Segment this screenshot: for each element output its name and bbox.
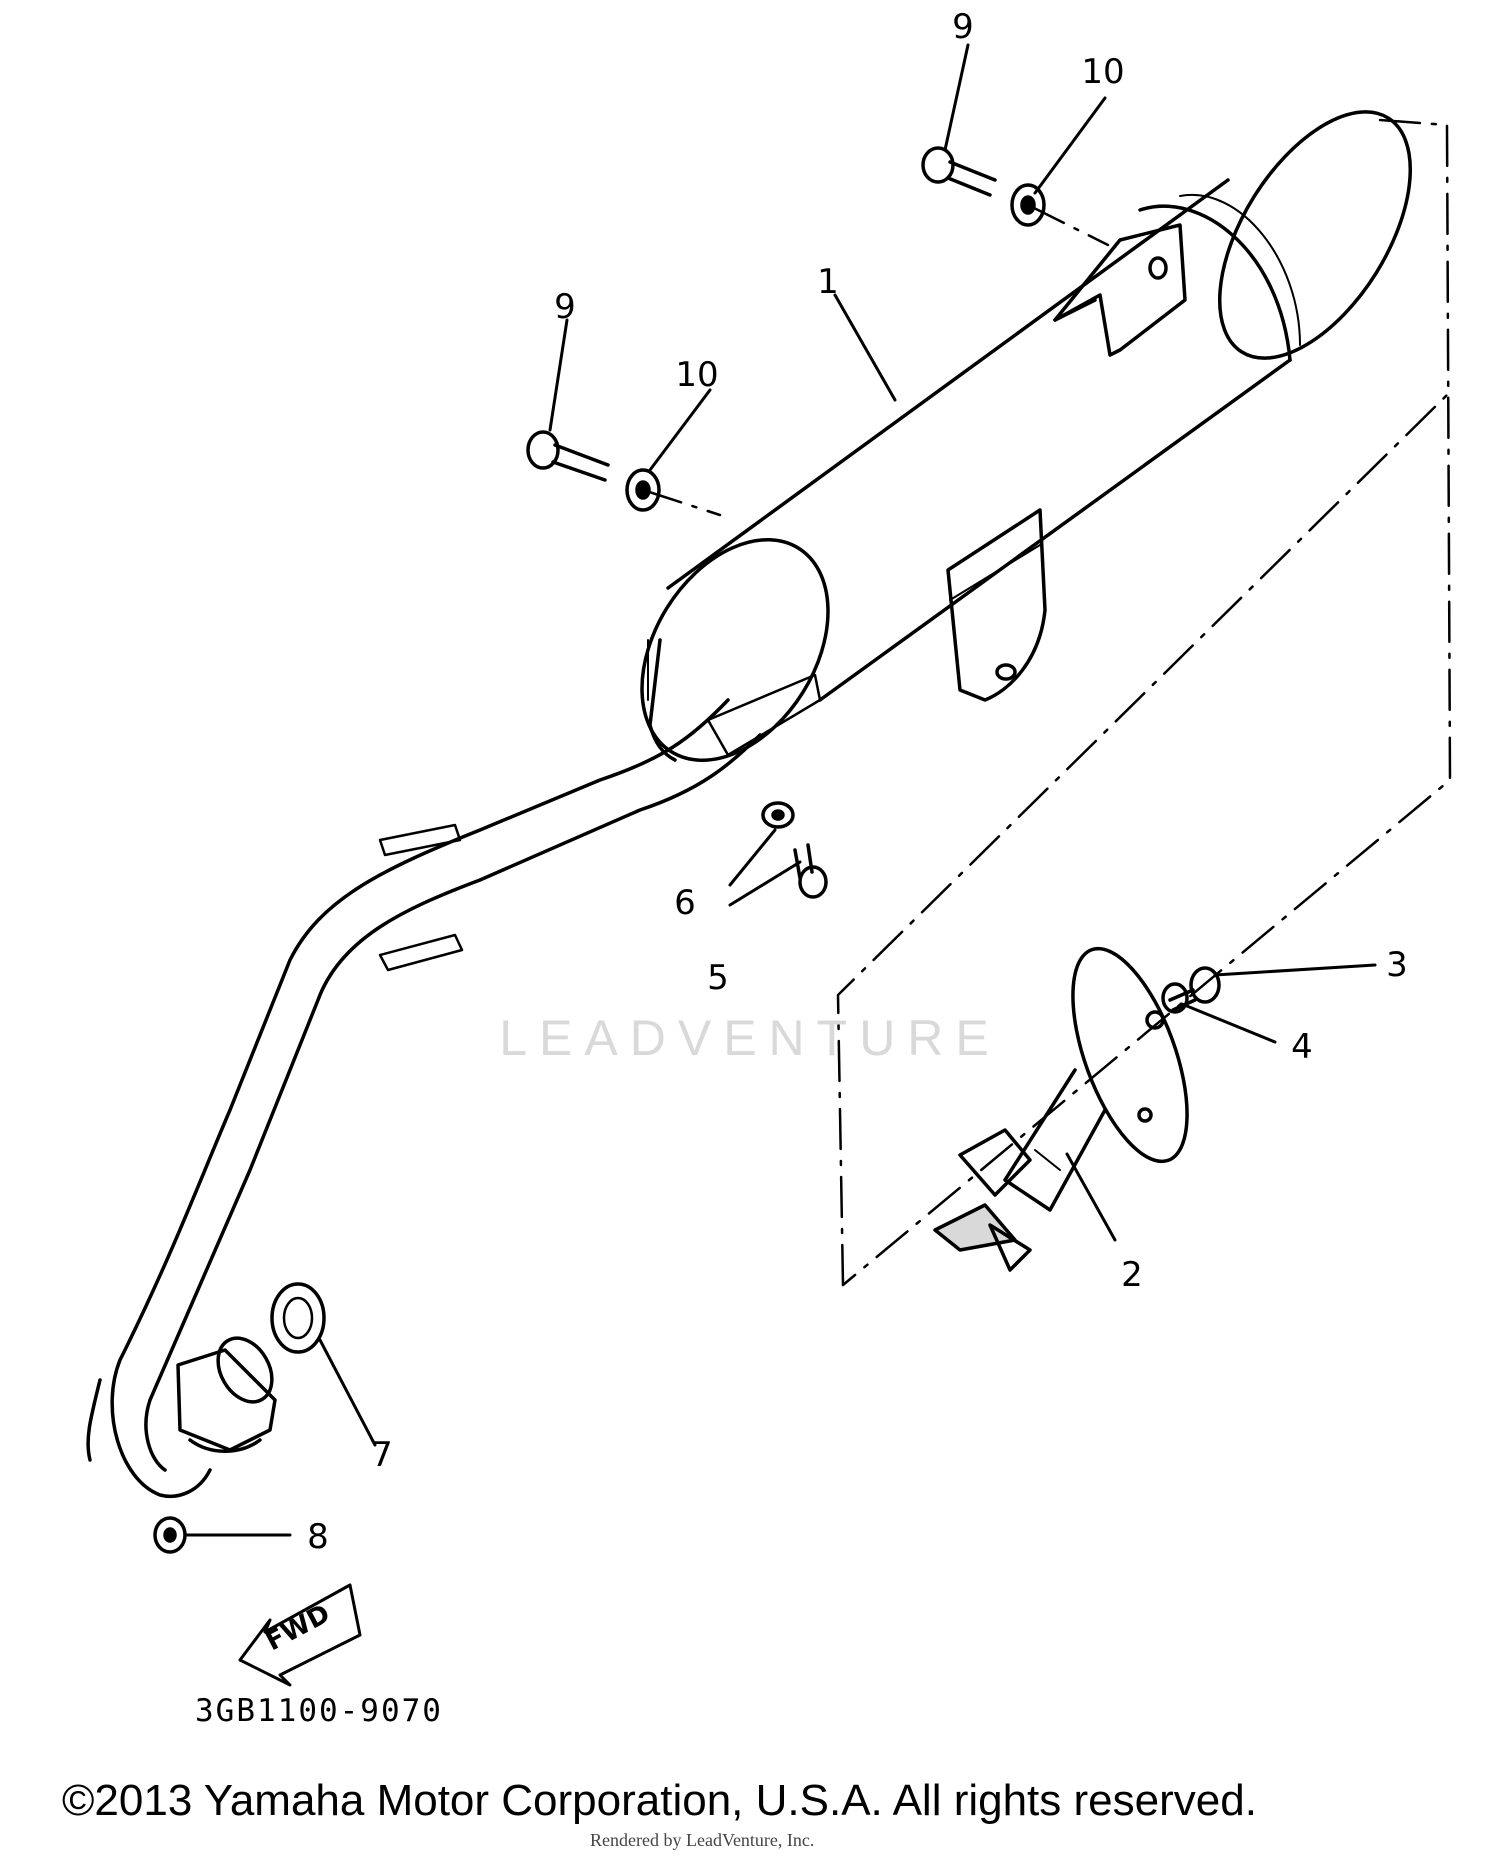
watermark: LEADVENTURE [499, 1010, 1001, 1066]
callout-5: 5 [707, 958, 729, 998]
callout-2: 2 [1121, 1255, 1143, 1295]
washer-part-6 [761, 801, 795, 829]
callout-1: 1 [817, 262, 839, 302]
exhaust-flange [176, 1336, 277, 1453]
bolt-part-5 [793, 843, 828, 899]
callout-9-upper: 9 [952, 7, 974, 47]
bolt-part-9-upper [921, 146, 997, 197]
callout-8: 8 [307, 1517, 329, 1557]
exploded-view-frame [641, 118, 1452, 1287]
washer-part-4 [1161, 982, 1189, 1014]
bolt-part-3 [1168, 966, 1221, 1012]
copyright-notice: ©2013 Yamaha Motor Corporation, U.S.A. A… [62, 1776, 1257, 1825]
upper-mount-bracket [1053, 223, 1187, 357]
middle-mount-bracket [946, 508, 1047, 702]
gasket-part-7 [270, 1282, 326, 1354]
leader-lines [183, 43, 1377, 1537]
exhaust-pipe [86, 673, 822, 1498]
callout-6: 6 [674, 883, 696, 923]
fwd-arrow-icon [238, 1583, 362, 1687]
bolt-part-9-lower [526, 430, 610, 482]
callout-7: 7 [371, 1435, 393, 1475]
muffler [640, 110, 1413, 762]
diagram-code: 3GB1100-9070 [195, 1693, 443, 1729]
callout-10-upper: 10 [1081, 52, 1125, 92]
washer-part-10-upper [1010, 183, 1046, 227]
nut-part-8 [153, 1516, 187, 1554]
rendered-by-notice: Rendered by LeadVenture, Inc. [590, 1830, 815, 1850]
callout-9-lower: 9 [554, 287, 576, 327]
callout-10-lower: 10 [675, 355, 719, 395]
spark-arrester-part-2 [933, 946, 1189, 1272]
callout-3: 3 [1386, 945, 1408, 985]
callout-4: 4 [1291, 1027, 1313, 1067]
